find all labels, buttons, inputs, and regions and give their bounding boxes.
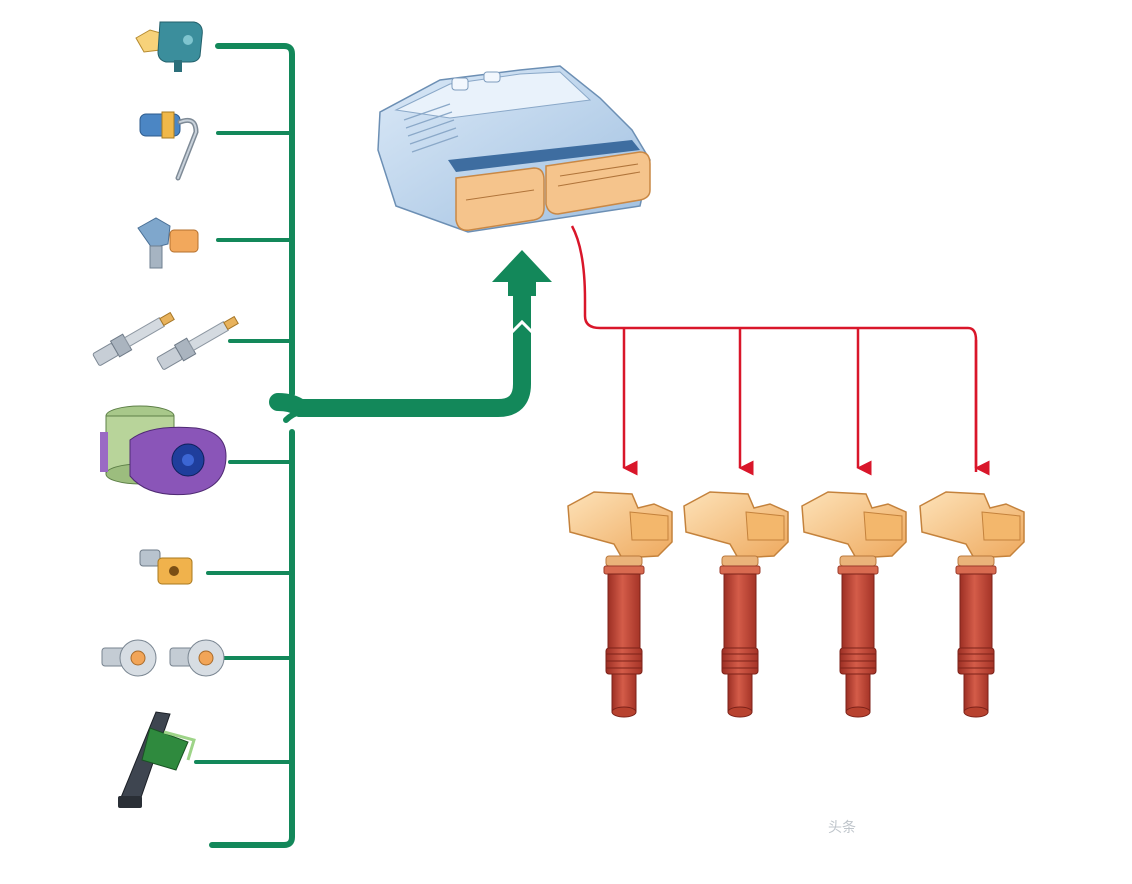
input-arrow-head — [492, 250, 552, 296]
ignition-coils — [567, 491, 1025, 718]
ecu-connector-right — [545, 151, 651, 215]
coolant-temp-sensor-icon — [139, 549, 193, 585]
output-bus — [570, 225, 990, 476]
input-trunk-upper — [215, 43, 295, 397]
hall-sensor-icon — [139, 111, 199, 181]
input-main-line — [269, 273, 531, 417]
ignition-coil-3 — [801, 491, 907, 718]
throttle-body-icon — [100, 405, 227, 496]
ecu-connector-left — [455, 167, 545, 232]
ignition-coil-1 — [567, 491, 673, 718]
ignition-coil-2 — [683, 491, 789, 718]
input-arrow-chevron — [504, 319, 540, 340]
input-bus — [194, 43, 531, 848]
rpm-sensor-icon — [137, 217, 199, 269]
input-trunk-lower — [209, 429, 295, 848]
accelerator-pedal-icon — [118, 711, 196, 808]
map-sensor-icon — [135, 21, 203, 72]
lambda-sensors-icon — [92, 311, 239, 370]
watermark: 头条 — [828, 819, 856, 836]
engine-control-unit — [377, 65, 651, 233]
knock-sensors-icon — [101, 639, 225, 677]
ignition-coil-4 — [919, 491, 1025, 718]
output-trunk — [570, 225, 978, 472]
